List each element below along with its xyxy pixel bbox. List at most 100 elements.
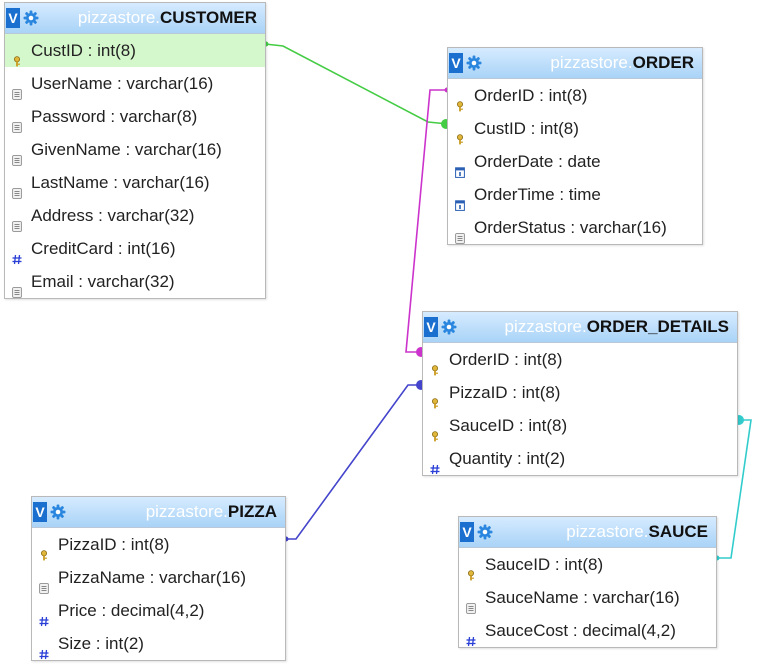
gear-icon[interactable] [441, 319, 457, 335]
column-label: UserName : varchar(16) [31, 74, 214, 93]
gear-icon[interactable] [50, 504, 66, 520]
text-field-icon [12, 78, 22, 100]
column-row[interactable]: SauceID : int(8) [423, 409, 737, 442]
column-row[interactable]: SauceCost : decimal(4,2) [459, 614, 716, 647]
relation-order-details [405, 89, 448, 353]
column-label: CreditCard : int(16) [31, 239, 176, 258]
database-name: pizzastore. [77, 8, 161, 27]
column-row[interactable]: OrderStatus : varchar(16) [448, 211, 702, 244]
database-name: pizzastore. [504, 317, 587, 336]
table-name: CUSTOMER [160, 8, 257, 27]
toggle-button[interactable]: V [449, 53, 463, 73]
database-name: pizzastore. [566, 522, 649, 541]
column-row[interactable]: PizzaID : int(8) [32, 528, 285, 561]
column-label: Size : int(2) [58, 634, 144, 653]
column-label: PizzaName : varchar(16) [58, 568, 247, 587]
column-row[interactable]: PizzaID : int(8) [423, 376, 737, 409]
column-row[interactable]: Email : varchar(32) [5, 265, 265, 298]
relation-pizza-details [285, 384, 423, 540]
table-name: ORDER_DETAILS [586, 317, 729, 336]
column-label: PizzaID : int(8) [58, 535, 170, 554]
toggle-button[interactable]: V [424, 317, 438, 337]
column-row[interactable]: PizzaName : varchar(16) [32, 561, 285, 594]
column-label: SauceID : int(8) [449, 416, 568, 435]
text-field-icon [12, 144, 22, 166]
key-icon [430, 354, 440, 376]
table-name: ORDER [632, 53, 694, 72]
column-label: CustID : int(8) [474, 119, 579, 138]
column-row[interactable]: CreditCard : int(16) [5, 232, 265, 265]
text-field-icon [12, 177, 22, 199]
database-name: pizzastore. [145, 502, 228, 521]
gear-icon[interactable] [477, 524, 493, 540]
column-row[interactable]: OrderID : int(8) [448, 79, 702, 112]
text-field-icon [39, 572, 49, 594]
column-row[interactable]: Quantity : int(2) [423, 442, 737, 475]
column-row[interactable]: CustID : int(8) [5, 34, 265, 67]
key-icon [12, 45, 22, 67]
column-row[interactable]: Password : varchar(8) [5, 100, 265, 133]
text-field-icon [455, 222, 465, 244]
column-label: OrderTime : time [474, 185, 601, 204]
column-row[interactable]: GivenName : varchar(16) [5, 133, 265, 166]
gear-icon[interactable] [23, 10, 39, 26]
table-title: pizzastore.SAUCE [566, 523, 708, 541]
column-label: Price : decimal(4,2) [58, 601, 205, 620]
number-icon [39, 638, 49, 660]
column-row[interactable]: Size : int(2) [32, 627, 285, 660]
calendar-icon [455, 156, 465, 178]
gear-icon[interactable] [466, 55, 482, 71]
column-label: SauceID : int(8) [485, 555, 604, 574]
database-name: pizzastore. [550, 53, 633, 72]
column-label: CustID : int(8) [31, 41, 136, 60]
column-label: GivenName : varchar(16) [31, 140, 222, 159]
column-label: SauceName : varchar(16) [485, 588, 680, 607]
column-label: Email : varchar(32) [31, 272, 175, 291]
column-label: Address : varchar(32) [31, 206, 195, 225]
table-name: PIZZA [227, 502, 277, 521]
column-row[interactable]: SauceName : varchar(16) [459, 581, 716, 614]
text-field-icon [12, 111, 22, 133]
column-row[interactable]: Price : decimal(4,2) [32, 594, 285, 627]
column-row[interactable]: UserName : varchar(16) [5, 67, 265, 100]
key-icon [466, 559, 476, 581]
column-label: OrderID : int(8) [449, 350, 563, 369]
key-icon [430, 420, 440, 442]
column-row[interactable]: CustID : int(8) [448, 112, 702, 145]
table-title: pizzastore.PIZZA [146, 503, 277, 521]
column-label: OrderDate : date [474, 152, 601, 171]
table-title: pizzastore.ORDER [550, 54, 694, 72]
column-row[interactable]: SauceID : int(8) [459, 548, 716, 581]
column-row[interactable]: OrderID : int(8) [423, 343, 737, 376]
table-title: pizzastore.CUSTOMER [78, 9, 257, 27]
text-field-icon [466, 592, 476, 614]
number-icon [39, 605, 49, 627]
key-icon [455, 123, 465, 145]
column-label: SauceCost : decimal(4,2) [485, 621, 676, 640]
toggle-button[interactable]: V [460, 522, 474, 542]
column-label: OrderStatus : varchar(16) [474, 218, 667, 237]
calendar-icon [455, 189, 465, 211]
key-icon [430, 387, 440, 409]
number-icon [466, 625, 476, 647]
relation-customer-order [264, 43, 449, 125]
key-icon [39, 539, 49, 561]
column-row[interactable]: OrderDate : date [448, 145, 702, 178]
column-row[interactable]: OrderTime : time [448, 178, 702, 211]
column-label: PizzaID : int(8) [449, 383, 561, 402]
toggle-button[interactable]: V [6, 8, 20, 28]
toggle-button[interactable]: V [33, 502, 47, 522]
column-row[interactable]: Address : varchar(32) [5, 199, 265, 232]
column-row[interactable]: LastName : varchar(16) [5, 166, 265, 199]
